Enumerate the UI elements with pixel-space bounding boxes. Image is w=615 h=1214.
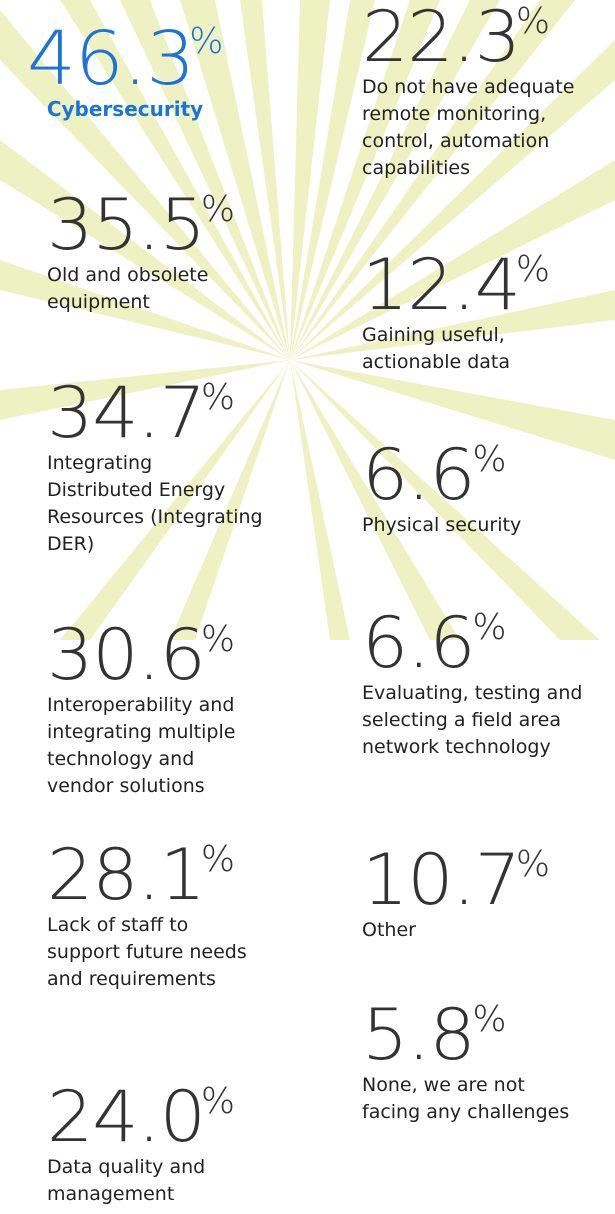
percent-sign: % (200, 189, 236, 230)
stat-value: 10.7 (362, 839, 521, 921)
stat-label: Physical security (362, 514, 522, 536)
percent-sign: % (472, 999, 507, 1040)
stat-value: 35.5 (47, 184, 206, 266)
percent-sign: % (515, 844, 551, 885)
stat-cybersecurity: 46.3% Cybersecurity (5, 22, 245, 123)
stat-physical-security: 6.6% Physical security (362, 440, 615, 539)
stat-data-quality: 24.0% Data quality and management (47, 1082, 307, 1208)
stat-label: Do not have adequate remote monitoring, … (362, 76, 575, 179)
stat-other: 10.7% Other (362, 845, 615, 944)
stat-lack-of-staff: 28.1% Lack of staff to support future ne… (47, 840, 307, 993)
stat-label: Other (362, 919, 416, 941)
percent-sign: % (189, 21, 224, 62)
stat-label: Cybersecurity (46, 97, 204, 121)
stat-label: Old and obsolete equipment (47, 264, 209, 313)
stat-value: 6.6 (362, 602, 476, 684)
stat-label: Integrating Distributed Energy Resources… (47, 452, 263, 555)
stat-label: Evaluating, testing and selecting a fiel… (362, 682, 583, 758)
percent-sign: % (515, 249, 551, 290)
stat-value: 5.8 (362, 994, 476, 1076)
stat-label: None, we are not facing any challenges (362, 1074, 570, 1123)
stat-interoperability: 30.6% Interoperability and integrating m… (47, 620, 307, 800)
stat-old-equipment: 35.5% Old and obsolete equipment (47, 190, 287, 316)
stat-value: 46.3 (26, 16, 195, 102)
percent-sign: % (200, 1081, 236, 1122)
stat-value: 34.7 (47, 372, 206, 454)
stat-field-area-network: 6.6% Evaluating, testing and selecting a… (362, 608, 615, 761)
stat-label: Lack of staff to support future needs an… (47, 914, 247, 990)
stat-value: 28.1 (47, 834, 206, 916)
percent-sign: % (200, 377, 236, 418)
percent-sign: % (515, 1, 551, 42)
percent-sign: % (200, 839, 236, 880)
stat-value: 6.6 (362, 434, 476, 516)
stat-none: 5.8% None, we are not facing any challen… (362, 1000, 615, 1126)
stat-actionable-data: 12.4% Gaining useful, actionable data (362, 250, 615, 376)
percent-sign: % (472, 607, 507, 648)
percent-sign: % (200, 619, 236, 660)
stat-value: 24.0 (47, 1076, 206, 1158)
percent-sign: % (472, 439, 507, 480)
stat-label: Interoperability and integrating multipl… (47, 694, 236, 797)
stat-remote-monitoring: 22.3% Do not have adequate remote monito… (362, 2, 615, 182)
stat-label: Data quality and management (47, 1156, 206, 1205)
stat-label: Gaining useful, actionable data (362, 324, 510, 373)
stat-value: 12.4 (362, 244, 521, 326)
stat-value: 30.6 (47, 614, 206, 696)
stat-integrating-der: 34.7% Integrating Distributed Energy Res… (47, 378, 307, 558)
stat-value: 22.3 (362, 0, 521, 78)
